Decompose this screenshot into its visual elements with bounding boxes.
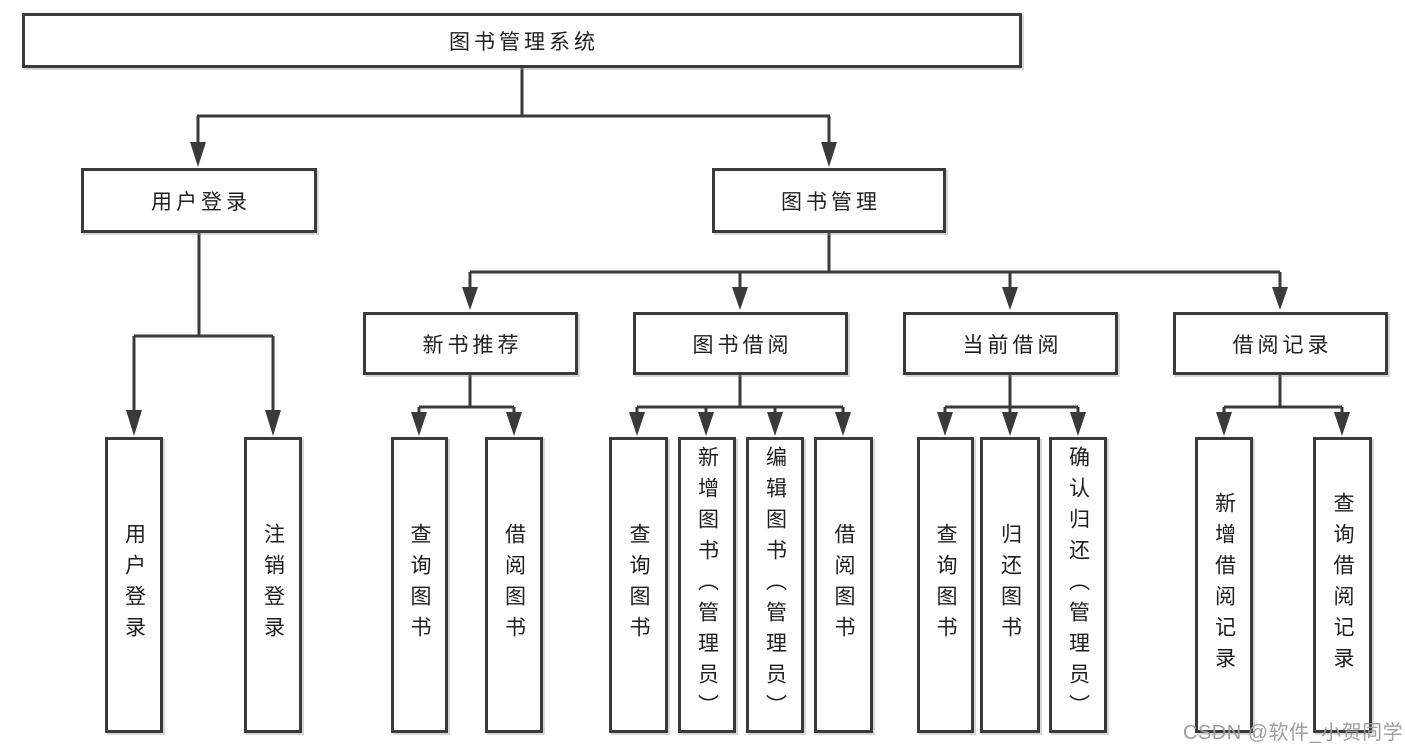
node-label: 归还图书 — [998, 523, 1022, 647]
node-label: 新书推荐 — [422, 333, 523, 357]
node-label: 借阅图书 — [832, 523, 855, 647]
node-label: 图书借阅 — [692, 333, 793, 357]
leaf-records-add-borrow-record: 新增借阅记录 — [1195, 437, 1253, 733]
node-label: 编辑图书（管理员） — [763, 445, 787, 725]
leaf-borrowing-search-books: 查询图书 — [609, 437, 668, 733]
node-new-book-recommendation: 新书推荐 — [363, 312, 578, 375]
node-label: 新增借阅记录 — [1212, 492, 1236, 678]
node-label: 图书管理系统 — [449, 30, 599, 54]
node-user-login: 用户登录 — [81, 168, 317, 233]
node-label: 新增图书（管理员） — [695, 445, 719, 725]
leaf-recommend-search-books: 查询图书 — [391, 437, 448, 733]
node-book-borrowing: 图书借阅 — [633, 312, 848, 375]
leaf-borrowing-edit-books-admin: 编辑图书（管理员） — [746, 437, 804, 733]
node-label: 图书管理 — [781, 190, 881, 214]
leaf-borrowing-add-books-admin: 新增图书（管理员） — [678, 437, 736, 733]
node-borrowing-records: 借阅记录 — [1173, 312, 1388, 375]
node-label: 查询图书 — [408, 523, 431, 647]
node-label: 用户登录 — [151, 190, 251, 214]
node-label: 注销登录 — [261, 523, 285, 647]
node-book-management: 图书管理 — [712, 168, 946, 233]
node-label: 查询借阅记录 — [1331, 492, 1354, 678]
node-label: 当前借阅 — [962, 333, 1063, 357]
leaf-current-confirm-return-admin: 确认归还（管理员） — [1049, 437, 1107, 733]
node-label: 用户登录 — [122, 523, 146, 647]
leaf-borrowing-borrow-books: 借阅图书 — [814, 437, 873, 733]
leaf-current-return-books: 归还图书 — [980, 437, 1040, 733]
leaf-records-search-borrow-record: 查询借阅记录 — [1313, 437, 1372, 733]
node-label: 查询图书 — [627, 523, 650, 647]
leaf-user-login: 用户登录 — [105, 437, 163, 733]
node-current-borrowing: 当前借阅 — [903, 312, 1118, 375]
node-label: 借阅图书 — [502, 523, 526, 647]
node-label: 借阅记录 — [1232, 333, 1333, 357]
leaf-current-search-books: 查询图书 — [917, 437, 974, 733]
node-library-management-system: 图书管理系统 — [22, 13, 1022, 68]
node-label: 查询图书 — [934, 523, 957, 647]
csdn-watermark: CSDN @软件_小贺同学 — [1183, 722, 1404, 744]
leaf-logout: 注销登录 — [244, 437, 302, 733]
leaf-recommend-borrow-books: 借阅图书 — [485, 437, 543, 733]
node-label: 确认归还（管理员） — [1066, 445, 1090, 725]
